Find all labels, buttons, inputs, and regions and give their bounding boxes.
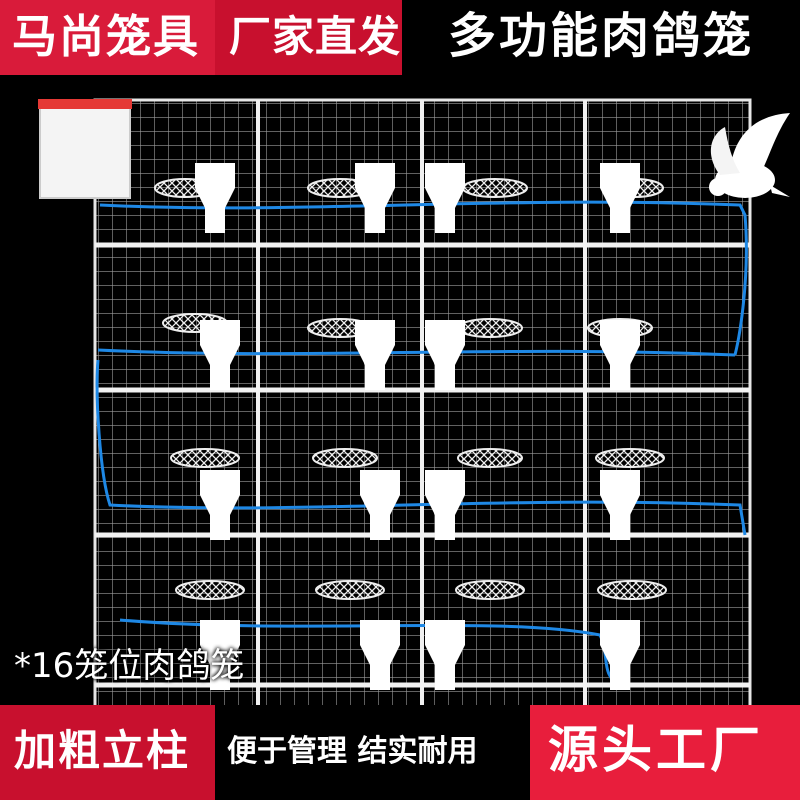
brand-name: 马尚笼具 [12, 10, 201, 63]
tier-4 [175, 580, 667, 690]
tier-2 [162, 313, 653, 390]
tagline-strip: 厂家直发 [215, 0, 402, 75]
feature-2-text: 便于管理 结实耐用 [227, 734, 478, 769]
water-pipe [95, 200, 748, 687]
pigeon-cage-illustration [38, 98, 790, 705]
tier-3 [170, 448, 665, 540]
product-title-block: 多功能肉鸽笼 [402, 0, 800, 75]
product-photo: *16笼位肉鸽笼 [0, 75, 800, 705]
feed-hopper-icon [38, 99, 132, 199]
feature-1-text: 加粗立柱 [14, 726, 191, 775]
factory-badge: 源头工厂 [530, 705, 800, 800]
nest-baskets [154, 163, 667, 690]
pigeon-icon [709, 113, 790, 198]
feature-badge-thick-posts: 加粗立柱 [0, 705, 215, 800]
factory-badge-text: 源头工厂 [548, 721, 764, 779]
tier-1 [154, 163, 664, 233]
cage-count-caption: *16笼位肉鸽笼 [14, 646, 245, 686]
brand-badge: 马尚笼具 [0, 0, 215, 75]
tagline-text: 厂家直发 [229, 12, 402, 61]
product-title: 多功能肉鸽笼 [448, 8, 755, 64]
feature-list: 便于管理 结实耐用 [215, 705, 530, 800]
